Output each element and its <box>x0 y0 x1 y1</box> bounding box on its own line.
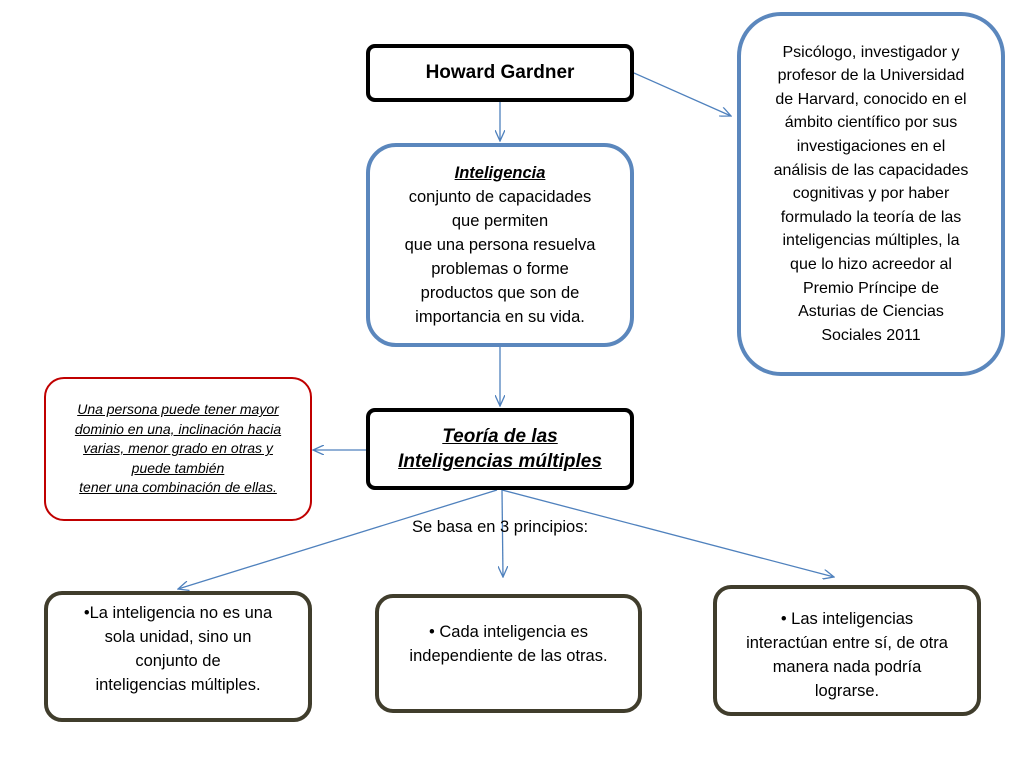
inteligencia-line: conjunto de capacidades <box>408 188 592 206</box>
principio-2-line: independiente de las otras. <box>409 647 608 665</box>
bio-line: formulado la teoría de las <box>780 208 962 226</box>
principio-3-line: manera nada podría <box>772 658 922 676</box>
principio-1-line: •La inteligencia no es una <box>83 604 273 622</box>
bio-line: cognitivas y por haber <box>792 185 950 203</box>
nota-node: Una persona puede tener mayor dominio en… <box>44 377 312 521</box>
inteligencia-node: Inteligencia conjunto de capacidades que… <box>366 143 634 347</box>
teoria-node: Teoría de las Inteligencias múltiples <box>366 408 634 490</box>
edge-label-principios: Se basa en 3 principios: <box>411 518 589 536</box>
nota-line: Una persona puede tener mayor <box>77 401 279 418</box>
principio-1-line: conjunto de <box>135 652 221 670</box>
nota-line: puede también <box>131 459 225 476</box>
bio-line: ámbito científico por sus <box>784 114 958 132</box>
principio-3-line: • Las inteligencias <box>780 610 914 628</box>
nota-line: tener una combinación de ellas. <box>79 479 277 496</box>
bio-line: inteligencias múltiples, la <box>782 232 960 250</box>
bio-line: Asturias de Ciencias <box>798 303 944 321</box>
teoria-line: Teoría de las <box>442 426 558 447</box>
teoria-line: Inteligencias múltiples <box>398 451 602 472</box>
principio-3-node: • Las inteligencias interactúan entre sí… <box>713 585 981 716</box>
bio-line: de Harvard, conocido en el <box>775 90 967 108</box>
bio-line: análisis de las capacidades <box>773 161 969 179</box>
arrow-teoria-to-principio-2 <box>502 489 503 577</box>
inteligencia-line: productos que son de <box>420 284 580 302</box>
inteligencia-line: problemas o forme <box>431 260 569 278</box>
bio-line: profesor de la Universidad <box>777 67 965 85</box>
inteligencia-line: que una persona resuelva <box>404 236 596 254</box>
arrow-gardner-to-bio <box>633 72 731 116</box>
inteligencia-title: Inteligencia <box>454 164 546 182</box>
principio-1-line: inteligencias múltiples. <box>95 676 261 694</box>
biography-node: Psicólogo, investigador y profesor de la… <box>737 12 1005 376</box>
nota-line: varias, menor grado en otras y <box>83 440 273 457</box>
principio-2-line: • Cada inteligencia es <box>429 623 588 641</box>
arrow-teoria-to-principio-3 <box>501 489 834 577</box>
bio-line: Sociales 2011 <box>821 326 921 344</box>
principio-2-node: • Cada inteligencia es independiente de … <box>375 594 642 713</box>
principio-3-line: lograrse. <box>814 682 880 700</box>
inteligencia-line: que permiten <box>451 212 549 230</box>
bio-line: que lo hizo acreedor al <box>790 255 952 273</box>
arrow-teoria-to-principio-1 <box>178 489 498 589</box>
inteligencia-line: importancia en su vida. <box>415 308 585 326</box>
howard-gardner-label: Howard Gardner <box>425 62 575 83</box>
bio-line: Premio Príncipe de <box>802 279 940 297</box>
principio-1-node: •La inteligencia no es una sola unidad, … <box>44 591 312 722</box>
nota-line: dominio en una, inclinación hacia <box>74 420 282 437</box>
bio-line: Psicólogo, investigador y <box>782 43 960 61</box>
principio-1-line: sola unidad, sino un <box>104 628 252 646</box>
principio-3-line: interactúan entre sí, de otra <box>746 634 948 652</box>
bio-line: investigaciones en el <box>796 138 946 156</box>
howard-gardner-node: Howard Gardner <box>366 44 634 102</box>
